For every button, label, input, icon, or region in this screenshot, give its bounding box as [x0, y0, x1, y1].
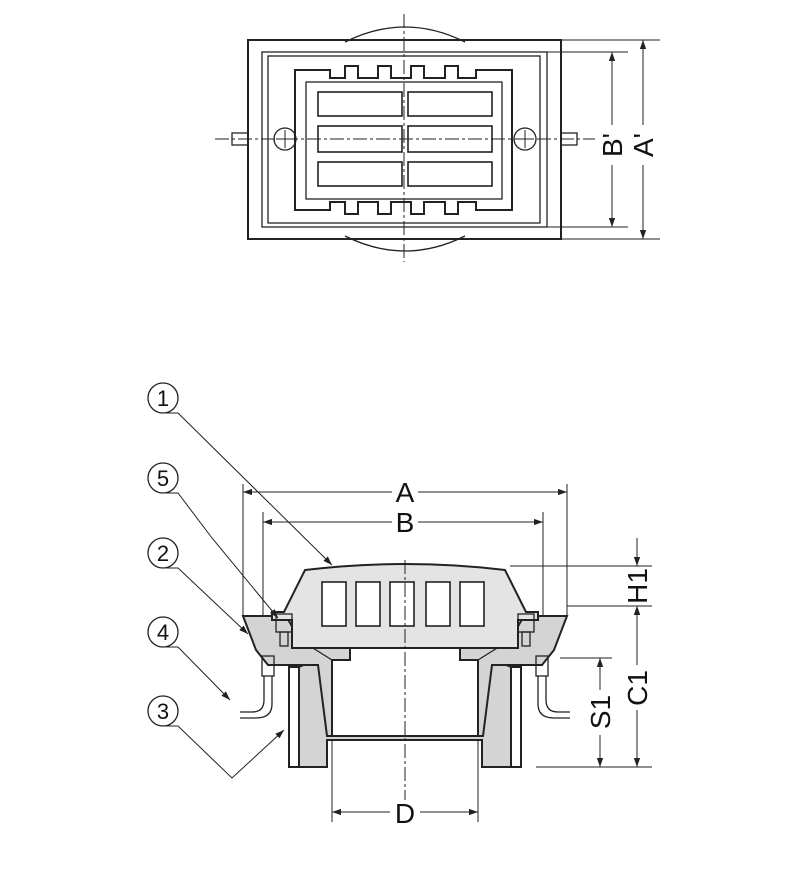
dim-h1-label: H1 — [622, 568, 653, 604]
part-number-1: 1 — [157, 386, 169, 411]
part-number-5: 5 — [157, 466, 169, 491]
part-callout-3 — [147, 695, 285, 779]
part-number-2: 2 — [157, 541, 169, 566]
part-callout-5 — [147, 462, 279, 619]
section-view — [240, 560, 570, 800]
part-number-3: 3 — [157, 699, 169, 724]
plan-view — [215, 14, 595, 262]
dim-c1-label: C1 — [622, 670, 653, 706]
part-callout-2 — [147, 537, 249, 635]
dim-b-label: B — [396, 507, 415, 538]
dim-a-prime-label: A' — [628, 133, 659, 157]
dim-b-prime-label: B' — [597, 133, 628, 157]
dim-s1-label: S1 — [585, 695, 616, 729]
plan-dimensions — [547, 39, 660, 240]
part-number-4: 4 — [157, 620, 169, 645]
bolt-right-icon — [517, 613, 535, 647]
anchor-right-icon — [535, 655, 570, 719]
section-dimensions — [242, 484, 652, 822]
anchor-left-icon — [240, 655, 275, 719]
part-callout-4 — [147, 616, 231, 701]
part-callout-1 — [147, 382, 333, 566]
bolt-left-icon — [275, 613, 293, 647]
dim-d-label: D — [395, 798, 415, 829]
dim-a-label: A — [396, 477, 415, 508]
